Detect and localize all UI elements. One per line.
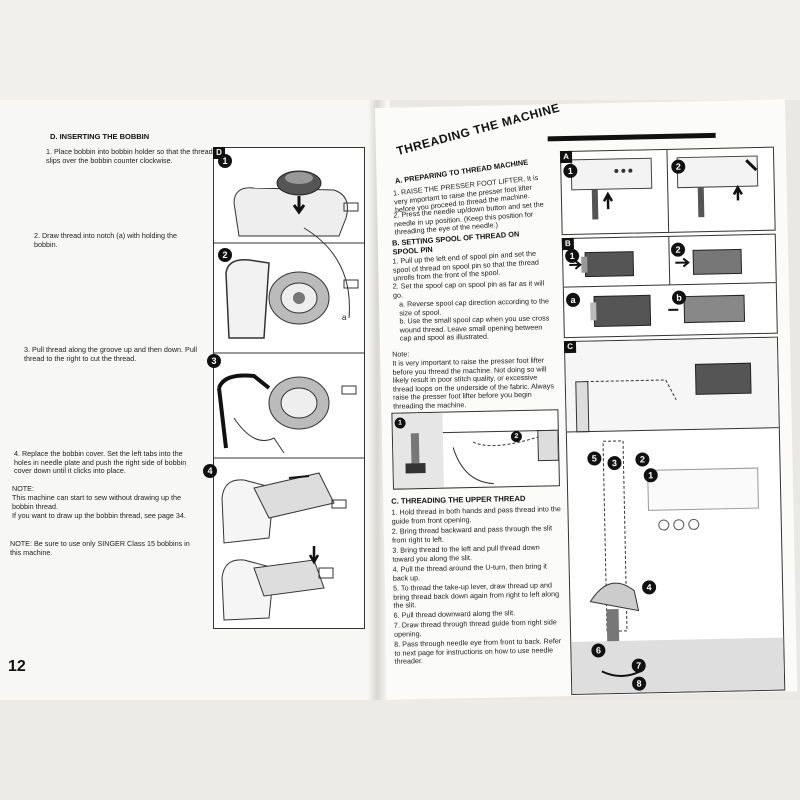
note-title: NOTE: [12,484,34,493]
callout-4: 4 [203,464,217,478]
section-b-step-2b: b. Use the small spool cap when you use … [399,313,550,343]
figure-d-panel: D 1 2 3 4 a [203,147,365,629]
bobbin-step-3: 3. Pull thread along the groove up and t… [24,345,198,363]
background-bottom [0,700,800,800]
figure-a-label: A [559,150,573,164]
figure-a-illustration [570,149,759,232]
background-top [0,0,800,100]
figure-a-panel: A 1 2 [559,146,776,236]
callout-1: 1 [218,154,232,168]
figure-c-label: C [563,340,577,354]
note-text-1: This machine can start to sew without dr… [12,493,181,511]
note-text-3: NOTE: Be sure to use only SINGER Class 1… [10,539,190,557]
callout-3: 3 [207,354,221,368]
inserting-bobbin-heading: D. INSERTING THE BOBBIN [50,132,150,141]
note-text-2: If you want to draw up the bobbin thread… [12,511,186,520]
bobbin-illustration [214,170,364,621]
bobbin-step-2: 2. Draw thread into notch (a) with holdi… [34,231,178,249]
bobbin-step-1: 1. Place bobbin into bobbin holder so th… [46,147,213,165]
callout-a: a [342,313,347,322]
section-c-step-5: 5. To thread the take-up lever, draw thr… [392,580,560,610]
right-page: THREADING THE MACHINE A. PREPARING TO TH… [375,99,798,700]
page-number: 12 [8,658,26,675]
callout-2: 2 [218,248,232,262]
figure-b-panel: B 1 2 a b [561,233,778,339]
bobbin-step-4: 4. Replace the bobbin cover. Set the lef… [14,449,187,476]
figure-b-illustration [563,236,776,327]
figure-c-illustration [564,337,785,694]
presser-foot-figure: 1 2 [391,409,560,490]
presser-foot-illustration [392,412,559,489]
title-rule [547,132,716,142]
section-c-step-8: 8. Pass through needle eye from front to… [394,636,562,666]
presser-foot-note: It is very important to raise the presse… [392,355,554,411]
figure-c-panel: C 1 2 3 4 5 6 7 8 [563,336,786,696]
threading-title: THREADING THE MACHINE [395,100,562,159]
